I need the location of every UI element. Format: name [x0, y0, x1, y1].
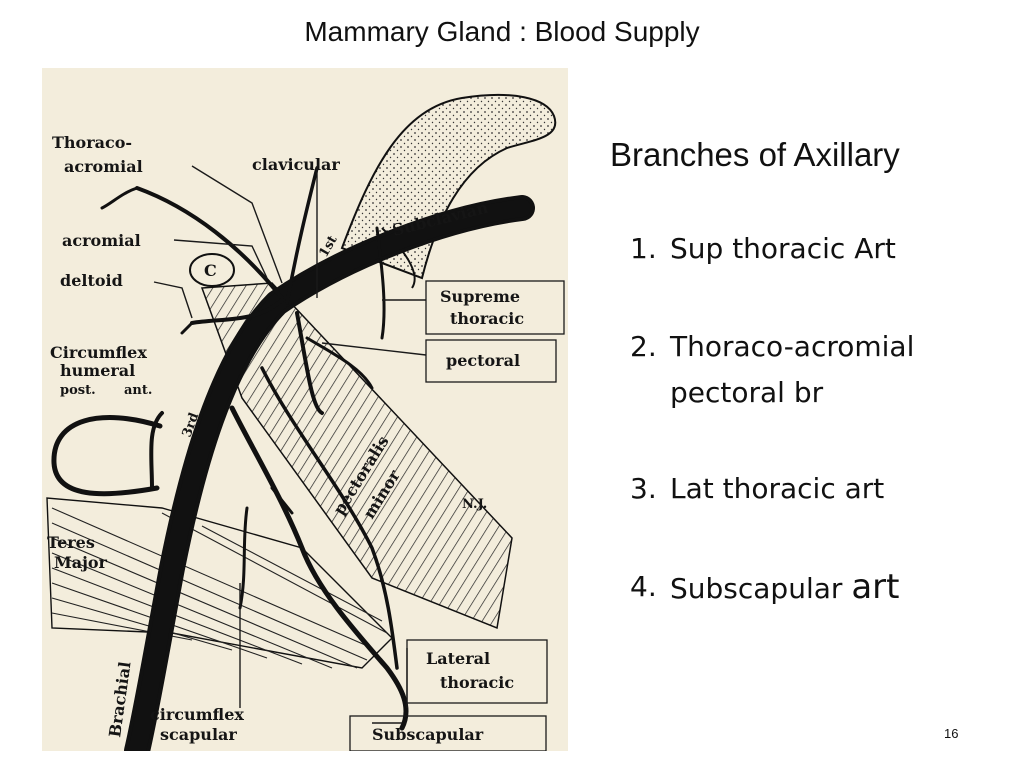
brachial-artery-texture: [128, 199, 531, 751]
list-item-number: 3.: [630, 472, 657, 505]
label-post: post.: [60, 383, 96, 398]
list-item: 4. Subscapular art: [630, 564, 899, 612]
label-lateral-thoracic: thoracic: [440, 673, 514, 692]
label-scapular: scapular: [160, 725, 237, 744]
artery-branches: [51, 166, 409, 731]
label-thoraco-acromial: acromial: [64, 157, 143, 176]
label-teres: Teres: [47, 533, 95, 552]
label-supreme: Supreme: [440, 287, 520, 306]
label-acromial: acromial: [62, 231, 141, 250]
list-item-number: 4.: [630, 570, 657, 603]
label-deltoid: deltoid: [60, 271, 123, 290]
teres-major-striations: [51, 507, 388, 669]
list-item: 2. Thoraco-acromial pectoral br: [630, 324, 1010, 416]
box-supreme-thoracic: [425, 280, 565, 335]
axillary-artery-diagram: Thoraco- acromial clavicular Subclavian …: [46, 93, 565, 751]
label-pectoral: pectoral: [446, 351, 520, 370]
label-major: Major: [54, 553, 108, 572]
label-thoraco: Thoraco-: [52, 133, 132, 152]
label-initials: N.J.: [462, 497, 487, 512]
anatomy-illustration: Thoraco- acromial clavicular Subclavian …: [42, 68, 568, 751]
label-supreme-thoracic: thoracic: [450, 309, 524, 328]
list-item-text: Subscapular art: [670, 564, 899, 612]
box-pectoral: [425, 339, 557, 383]
list-item-number: 2.: [630, 330, 657, 363]
label-coracoid: C: [204, 261, 217, 280]
list-item-text-large: art: [851, 567, 900, 607]
label-leader-lines: [153, 165, 427, 724]
list-item-text-main: Subscapular: [670, 572, 852, 605]
label-subscapular: Subscapular: [372, 725, 484, 744]
label-circumflex-scapular: circumflex: [150, 705, 244, 724]
slide-title: Mammary Gland : Blood Supply: [304, 16, 700, 47]
list-item-text: Sup thoracic Art: [670, 232, 896, 265]
label-humeral: humeral: [60, 361, 135, 380]
label-circumflex-humeral: Circumflex: [50, 343, 147, 362]
label-clavicular: clavicular: [252, 155, 340, 174]
list-item: 3. Lat thoracic art: [630, 466, 884, 512]
list-item-number: 1.: [630, 232, 657, 265]
list-item-text: Thoraco-acromial pectoral br: [670, 330, 915, 409]
panel-heading: Branches of Axillary: [610, 136, 900, 173]
label-lateral: Lateral: [426, 649, 490, 668]
list-item: 1. Sup thoracic Art: [630, 226, 896, 272]
box-subscapular: [349, 715, 547, 751]
coracoid-process: [189, 253, 235, 287]
box-lateral-thoracic: [406, 639, 548, 704]
page-number: 16: [944, 726, 959, 741]
list-item-text: Lat thoracic art: [670, 472, 885, 505]
label-ant: ant.: [124, 383, 152, 398]
